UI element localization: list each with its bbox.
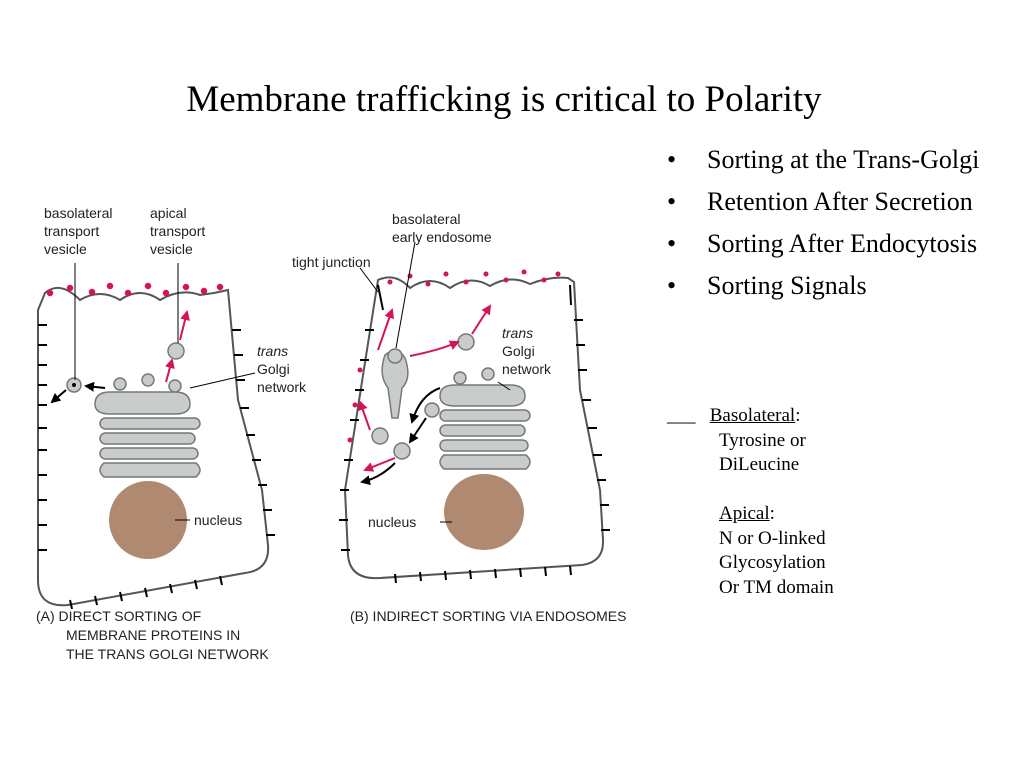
cell-b-outline [343,276,605,580]
bullet-item: •Sorting Signals [667,271,867,300]
basolateral-proteins-a [38,324,275,610]
apical-signal-line: N or O-linked [719,527,826,549]
apical-vesicle-a [167,342,185,360]
bullet-item: •Sorting After Endocytosis [667,229,978,258]
panel-b: tight junction basolateral early endosom… [292,211,626,624]
label-tight-junction-b: tight junction [292,254,371,270]
golgi-a [94,373,201,478]
apical-route-arrow-a [165,358,175,383]
nucleus-b [444,474,524,550]
label-endosome-b: basolateral early endosome [392,211,492,245]
cell-a-outline [37,286,270,607]
basolateral-signal-line: DiLeucine [719,454,800,475]
golgi-b [439,367,531,470]
apical-heading: Apical [719,503,770,524]
signals-marker: ___ [667,405,696,426]
label-apical-vesicle-a: apical transport vesicle [150,205,209,257]
bullet-item: •Retention After Secretion [667,187,973,216]
bullet-item: •Sorting at the Trans-Golgi [667,145,980,174]
label-tgn-b: trans Golgi network [502,325,552,377]
nucleus-a [109,481,187,559]
caption-b: (B) INDIRECT SORTING VIA ENDOSOMES [350,608,626,624]
apical-signal-line: Or TM domain [719,576,834,598]
label-basolateral-vesicle-a: basolateral transport vesicle [44,205,116,257]
label-tgn-a: trans Golgi network [257,343,307,395]
label-nucleus-b: nucleus [368,514,416,530]
basolateral-heading: Basolateral [709,405,796,426]
slide-title: Membrane trafficking is critical to Pola… [186,79,822,120]
bullet-list: •Sorting at the Trans-Golgi •Retention A… [667,143,1007,311]
basolateral-proteins-b [339,284,610,584]
polarity-figure: basolateral transport vesicle apical tra… [36,205,626,662]
apical-signal-line: Glycosylation [719,552,826,573]
apical-proteins-b [347,269,561,443]
caption-a: (A) DIRECT SORTING OF MEMBRANE PROTEINS … [36,608,269,662]
basolateral-signal-line: Tyrosine or [719,429,806,451]
apical-proteins-a [46,282,224,297]
sorting-signals-notes: ___ Basolateral: Tyrosine or DiLeucine A… [667,404,967,600]
panel-a: basolateral transport vesicle apical tra… [36,205,307,662]
label-nucleus-a: nucleus [194,512,242,528]
basolateral-route-arrow-a [84,381,106,392]
